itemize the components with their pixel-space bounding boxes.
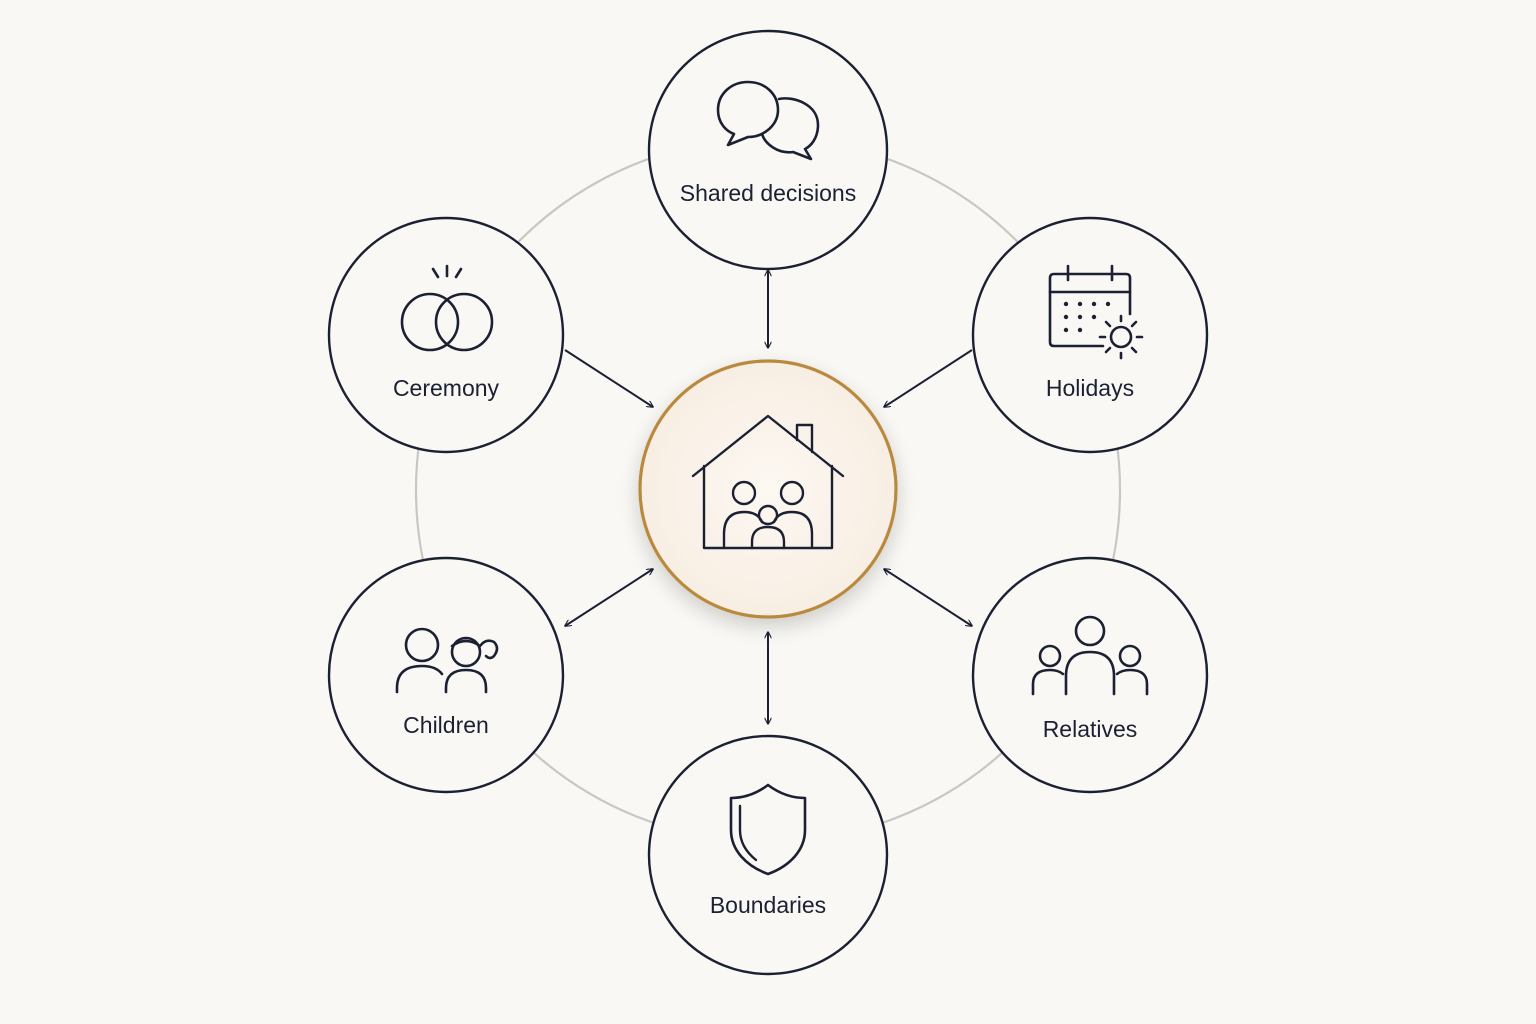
node-circle: [327, 556, 565, 794]
node-ceremony: Ceremony: [327, 216, 565, 454]
arrow-relatives: [884, 569, 972, 626]
calendar-sun-icon: [1048, 264, 1144, 360]
arrow-holidays: [884, 349, 973, 407]
node-shared-decisions: Shared decisions: [647, 29, 889, 271]
node-relatives: Relatives: [971, 556, 1209, 794]
center-hub-circle: [638, 359, 898, 619]
node-boundaries: Boundaries: [647, 734, 889, 976]
shield-icon: [729, 783, 807, 876]
node-holidays: Holidays: [971, 216, 1209, 454]
node-circle: [971, 216, 1209, 454]
arrow-ceremony: [564, 349, 653, 407]
center-hub: [638, 359, 898, 619]
node-label: Ceremony: [393, 375, 500, 401]
two-children-icon: [395, 627, 499, 694]
interlocking-rings-icon: [400, 264, 494, 352]
node-circle: [647, 29, 889, 271]
node-label: Children: [403, 712, 489, 738]
node-label: Boundaries: [710, 892, 826, 918]
three-people-icon: [1031, 615, 1149, 696]
connection-arrows: [565, 270, 972, 724]
node-circle: [647, 734, 889, 976]
node-label: Relatives: [1043, 716, 1138, 742]
speech-bubbles-icon: [716, 80, 820, 161]
node-children: Children: [327, 556, 565, 794]
house-with-family-icon: [691, 414, 845, 550]
node-circle: [971, 556, 1209, 794]
arrow-children: [565, 569, 653, 626]
node-label: Shared decisions: [680, 180, 856, 206]
node-label: Holidays: [1046, 375, 1134, 401]
node-circle: [327, 216, 565, 454]
